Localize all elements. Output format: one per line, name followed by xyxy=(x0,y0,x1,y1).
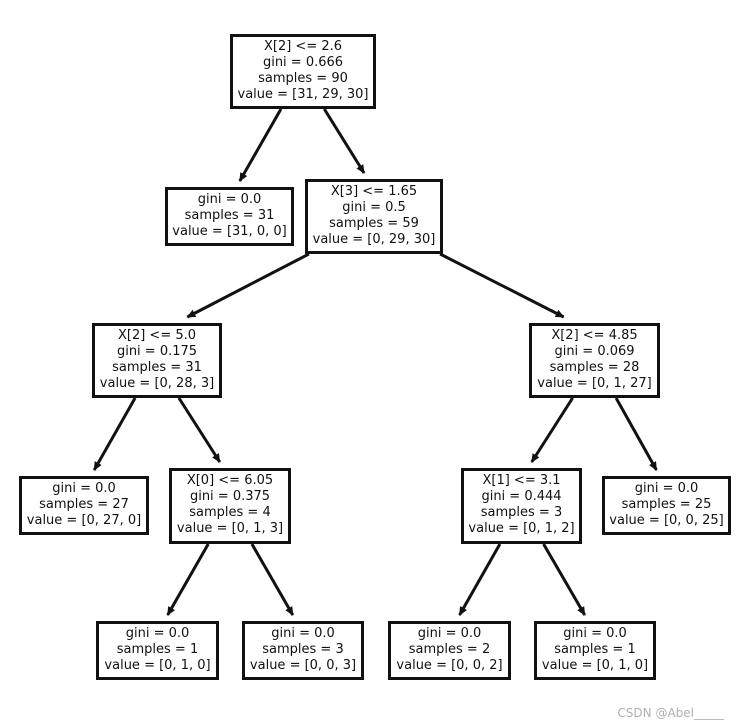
node-value: value = [0, 1, 0] xyxy=(541,658,649,673)
node-gini: gini = 0.0 xyxy=(125,626,190,641)
node-gini: gini = 0.0 xyxy=(52,481,116,496)
node-samples: samples = 31 xyxy=(112,360,202,375)
tree-edge-arrow xyxy=(614,397,658,471)
tree-edge-arrow xyxy=(530,397,574,463)
node-gini: gini = 0.5 xyxy=(342,200,406,215)
tree-edge-arrow xyxy=(323,108,366,174)
node-value: value = [0, 0, 2] xyxy=(396,658,503,673)
tree-node-leaf: gini = 0.0 samples = 1 value = [0, 1, 0] xyxy=(534,621,656,680)
node-samples: samples = 3 xyxy=(262,642,344,657)
tree-edge-arrow xyxy=(250,543,295,616)
tree-node-leaf: gini = 0.0 samples = 1 value = [0, 1, 0] xyxy=(96,621,219,680)
tree-edge-arrow xyxy=(166,543,210,616)
node-samples: samples = 25 xyxy=(621,497,712,512)
node-samples: samples = 1 xyxy=(116,642,199,657)
node-value: value = [31, 0, 0] xyxy=(172,224,287,239)
tree-edge-arrow xyxy=(92,397,137,471)
tree-edge-arrow xyxy=(186,252,310,319)
node-split: X[1] <= 3.1 xyxy=(482,473,561,488)
tree-node-split: X[0] <= 6.05 gini = 0.375 samples = 4 va… xyxy=(169,468,291,544)
watermark: CSDN @Abel_____ xyxy=(617,706,724,720)
node-gini: gini = 0.175 xyxy=(116,344,198,359)
tree-node-leaf: gini = 0.0 samples = 2 value = [0, 0, 2] xyxy=(388,621,511,680)
tree-node-root: X[2] <= 2.6 gini = 0.666 samples = 90 va… xyxy=(230,34,376,109)
tree-edge-arrow xyxy=(542,543,587,616)
node-samples: samples = 59 xyxy=(329,216,419,231)
tree-edge-arrow xyxy=(458,543,502,616)
node-gini: gini = 0.444 xyxy=(481,489,562,504)
node-samples: samples = 2 xyxy=(408,642,491,657)
node-value: value = [0, 1, 3] xyxy=(176,521,284,536)
node-value: value = [0, 1, 0] xyxy=(104,658,211,673)
node-split: X[2] <= 2.6 xyxy=(263,39,343,54)
node-gini: gini = 0.0 xyxy=(417,626,482,641)
node-value: value = [0, 27, 0] xyxy=(26,513,142,528)
node-samples: samples = 3 xyxy=(480,505,563,520)
node-value: value = [0, 1, 27] xyxy=(537,376,652,391)
node-samples: samples = 28 xyxy=(549,360,640,375)
node-gini: gini = 0.0 xyxy=(563,626,627,641)
tree-node-split: X[2] <= 4.85 gini = 0.069 samples = 28 v… xyxy=(529,323,660,398)
node-gini: gini = 0.0 xyxy=(271,626,335,641)
tree-edge-arrow xyxy=(177,397,222,463)
node-value: value = [0, 0, 3] xyxy=(249,658,357,673)
tree-node-split: X[1] <= 3.1 gini = 0.444 samples = 3 val… xyxy=(461,468,582,544)
tree-edge-arrow xyxy=(439,252,565,319)
node-gini: gini = 0.0 xyxy=(634,481,699,496)
node-split: X[3] <= 1.65 xyxy=(330,184,418,199)
tree-node-leaf: gini = 0.0 samples = 27 value = [0, 27, … xyxy=(19,476,149,535)
node-split: X[2] <= 5.0 xyxy=(117,328,197,343)
tree-node-split: X[2] <= 5.0 gini = 0.175 samples = 31 va… xyxy=(92,323,222,398)
node-samples: samples = 90 xyxy=(258,71,348,86)
node-value: value = [0, 1, 2] xyxy=(468,521,575,536)
node-split: X[0] <= 6.05 xyxy=(186,473,274,488)
node-samples: samples = 31 xyxy=(184,208,275,223)
node-samples: samples = 1 xyxy=(554,642,636,657)
node-samples: samples = 4 xyxy=(189,505,271,520)
node-gini: gini = 0.0 xyxy=(197,192,262,207)
node-samples: samples = 27 xyxy=(39,497,129,512)
node-value: value = [0, 29, 30] xyxy=(312,232,436,247)
node-value: value = [0, 28, 3] xyxy=(99,376,215,391)
node-gini: gini = 0.375 xyxy=(189,489,271,504)
tree-edge-arrow xyxy=(238,108,283,182)
node-value: value = [31, 29, 30] xyxy=(237,87,369,102)
node-value: value = [0, 0, 25] xyxy=(609,513,724,528)
node-gini: gini = 0.666 xyxy=(262,55,344,70)
tree-node-leaf: gini = 0.0 samples = 31 value = [31, 0, … xyxy=(165,187,294,246)
node-split: X[2] <= 4.85 xyxy=(551,328,638,343)
tree-node-leaf: gini = 0.0 samples = 3 value = [0, 0, 3] xyxy=(242,621,364,680)
tree-node-leaf: gini = 0.0 samples = 25 value = [0, 0, 2… xyxy=(602,476,731,535)
node-gini: gini = 0.069 xyxy=(554,344,635,359)
tree-node-split: X[3] <= 1.65 gini = 0.5 samples = 59 val… xyxy=(305,179,443,254)
